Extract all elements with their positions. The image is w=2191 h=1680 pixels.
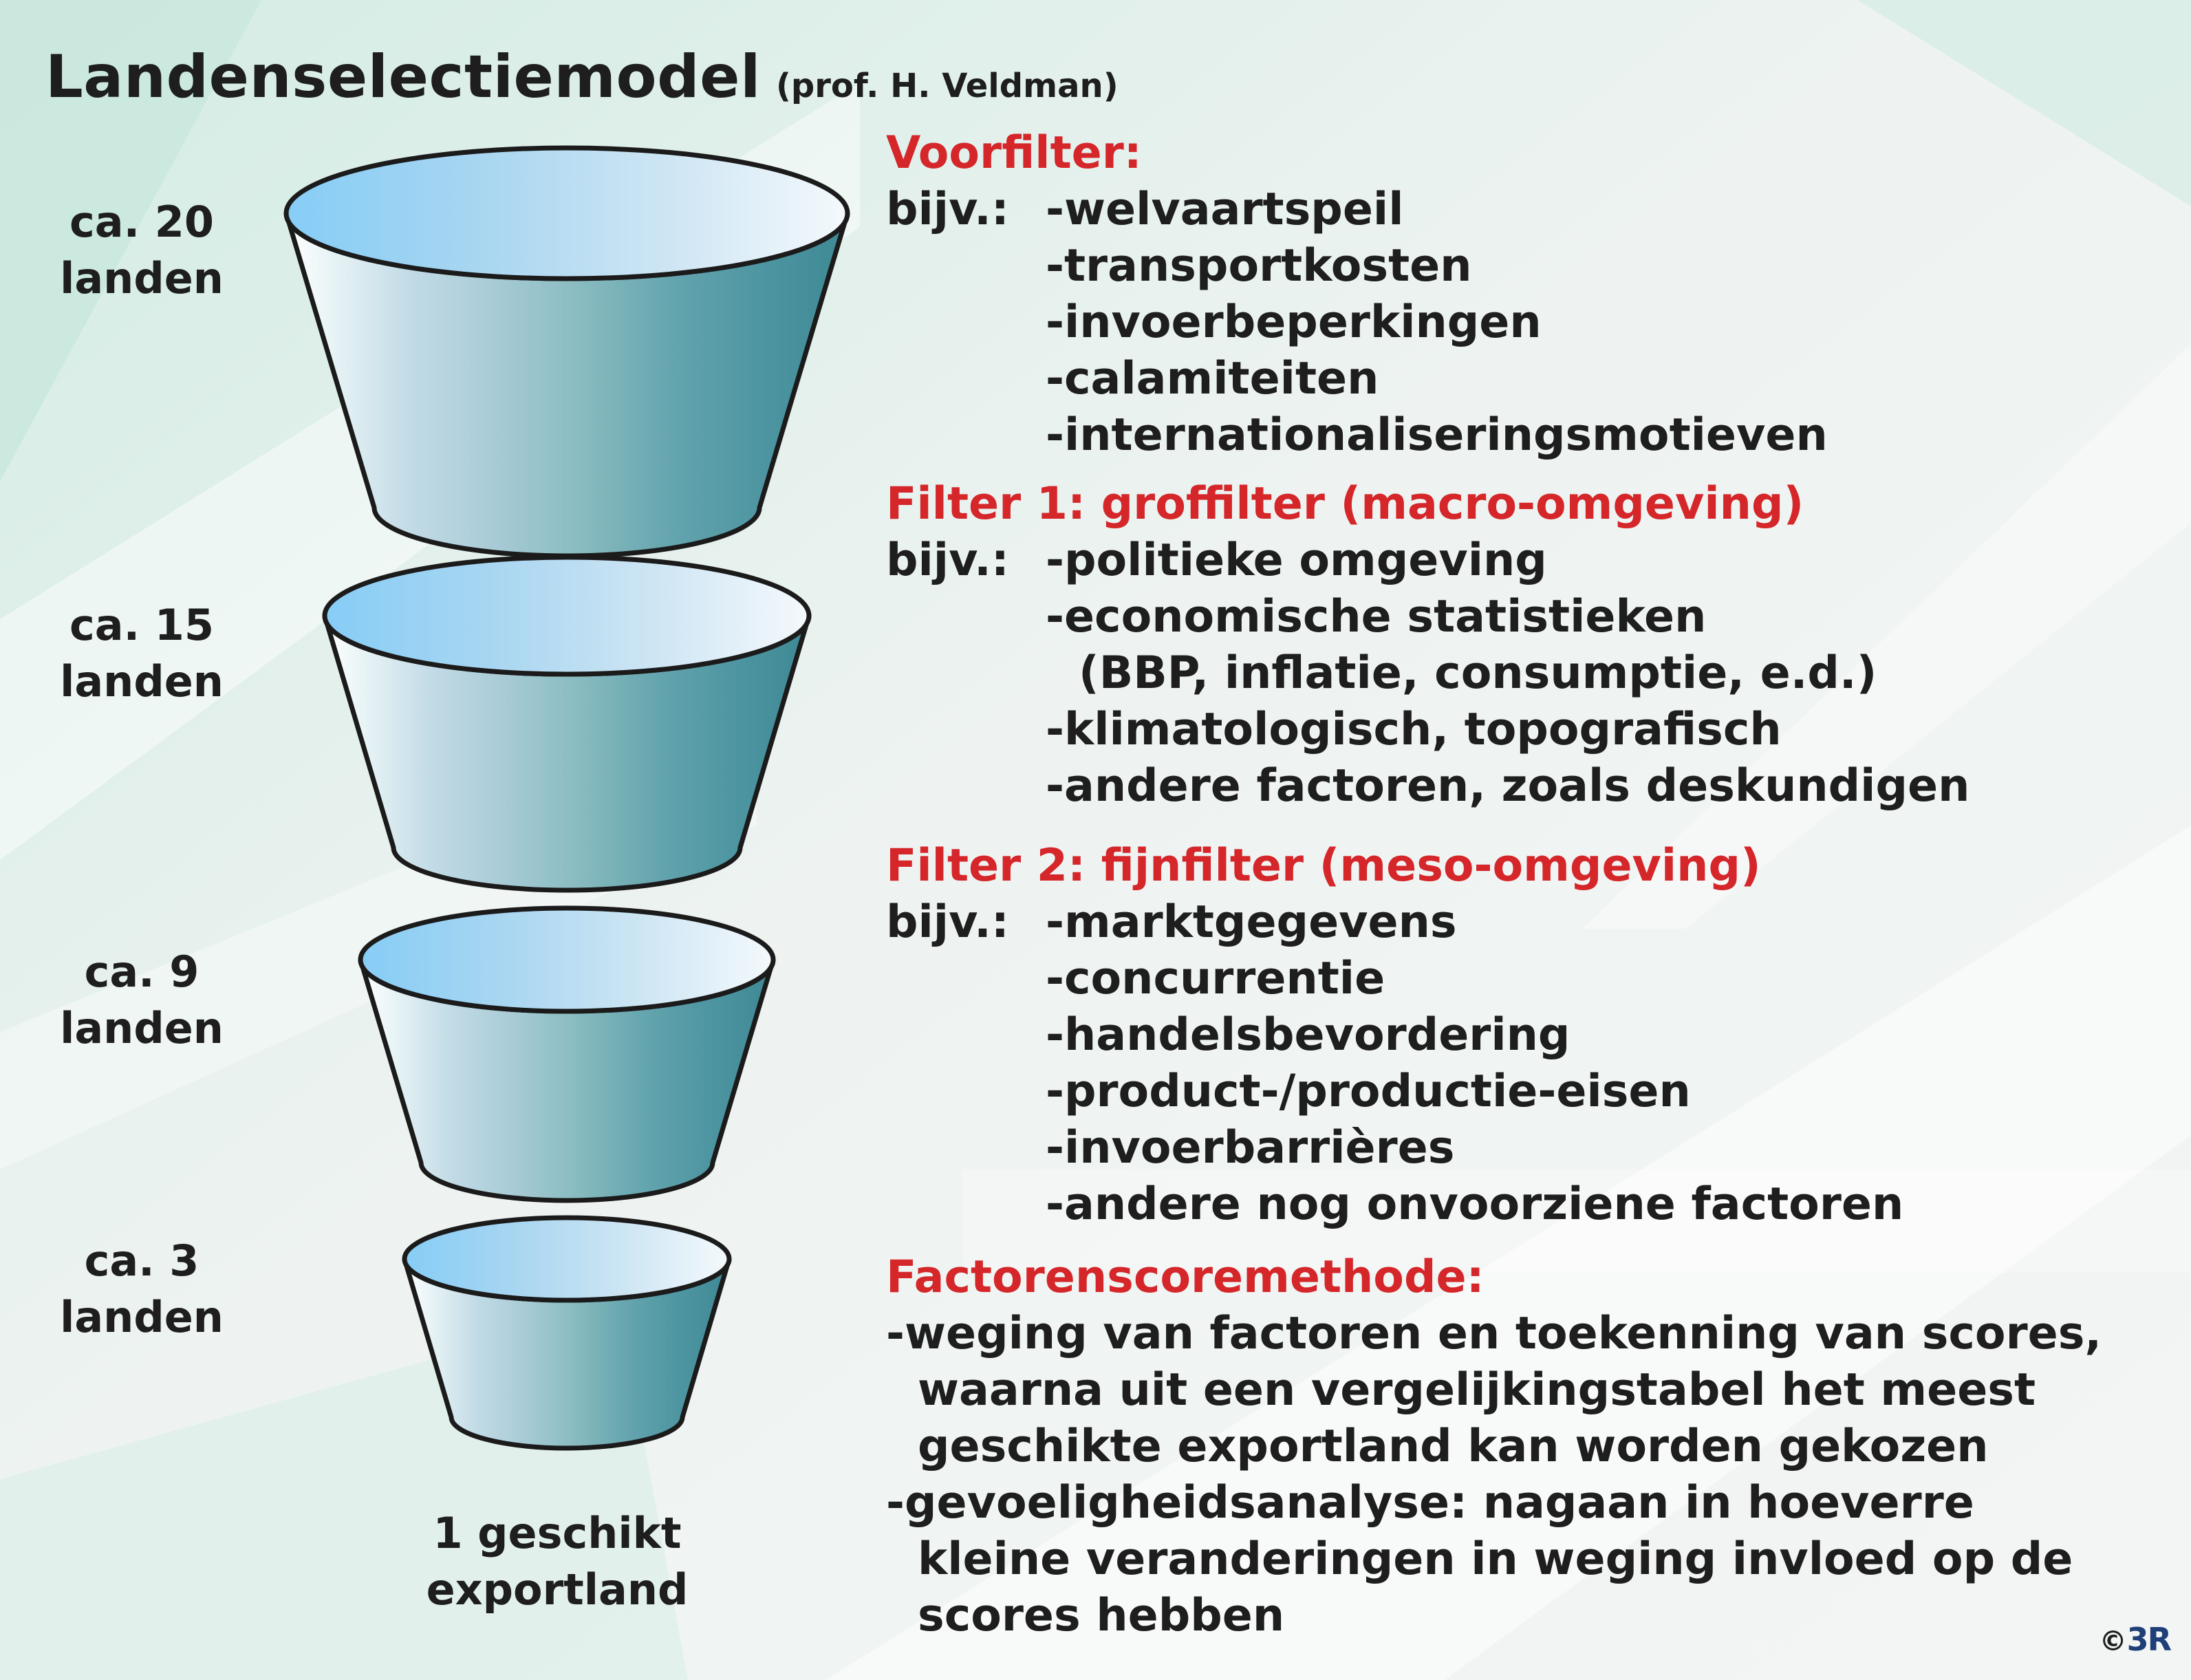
publisher-logo: 3R — [2126, 1621, 2172, 1658]
level-unit: landen — [60, 656, 224, 707]
filter2-item: -andere nog onvoorziene factoren — [1046, 1178, 1904, 1230]
filter1-prefix: bijv.: — [886, 535, 1009, 586]
factoren-line: scores hebben — [918, 1590, 1285, 1641]
result-line-2: exportland — [426, 1564, 689, 1615]
filter2-item: -invoerbarrières — [1046, 1122, 1455, 1174]
level-unit: landen — [60, 1003, 224, 1053]
factoren-line: waarna uit een vergelijkingstabel het me… — [918, 1364, 2036, 1416]
level-label-3: ca. 3 landen — [52, 1233, 231, 1346]
level-count: ca. 9 — [84, 947, 199, 997]
funnel-opening — [283, 145, 850, 281]
title-subtitle: (prof. H. Veldman) — [775, 67, 1119, 105]
voorfilter-prefix: bijv.: — [886, 184, 1009, 235]
voorfilter-item: -internationaliseringsmotieven — [1046, 409, 1828, 461]
filter2-item: -concurrentie — [1046, 953, 1385, 1004]
filter1-item: -politieke omgeving — [1046, 535, 1547, 586]
level-count: ca. 20 — [69, 197, 214, 247]
level-label-15: ca. 15 landen — [52, 597, 231, 710]
funnel-cup-3 — [402, 1215, 732, 1451]
factoren-line: geschikte exportland kan worden gekozen — [918, 1421, 1989, 1472]
filter2-item: -handelsbevordering — [1046, 1009, 1571, 1061]
result-label: 1 geschikt exportland — [385, 1505, 729, 1618]
voorfilter-item: -invoerbeperkingen — [1046, 297, 1542, 348]
level-unit: landen — [60, 253, 224, 303]
funnel-opening — [358, 905, 776, 1014]
filter1-item: -klimatologisch, topografisch — [1046, 704, 1782, 755]
filter2-item: -product-/productie-eisen — [1046, 1066, 1691, 1117]
filter1-item: -economische statistieken — [1046, 591, 1707, 643]
copyright-symbol: © — [2099, 1626, 2127, 1657]
funnel-cup-9 — [358, 905, 776, 1203]
voorfilter-item: -welvaartspeil — [1046, 184, 1404, 235]
funnel-diagram — [283, 145, 850, 1451]
filter1-item: (BBP, inflatie, consumptie, e.d.) — [1079, 647, 1877, 699]
factoren-line: -weging van factoren en toekenning van s… — [886, 1308, 2102, 1359]
level-count: ca. 3 — [84, 1236, 199, 1286]
voorfilter-item: -calamiteiten — [1046, 353, 1379, 405]
funnel-opening — [322, 554, 812, 677]
filter1-heading: Filter 1: groffilter (macro-omgeving) — [886, 478, 1804, 530]
level-unit: landen — [60, 1292, 224, 1342]
title-main: Landenselectiemodel — [45, 43, 761, 111]
funnel-opening — [402, 1215, 732, 1303]
result-line-1: 1 geschikt — [433, 1508, 682, 1558]
factoren-line: -gevoeligheidsanalyse: nagaan in hoeverr… — [886, 1477, 1974, 1529]
level-count: ca. 15 — [69, 600, 214, 650]
filter1-item: -andere factoren, zoals deskundigen — [1046, 760, 1970, 812]
copyright-mark: ©3R — [2099, 1621, 2172, 1658]
level-label-9: ca. 9 landen — [52, 944, 231, 1057]
filter2-prefix: bijv.: — [886, 896, 1009, 948]
funnel-cup-15 — [322, 554, 812, 893]
factoren-line: kleine veranderingen in weging invloed o… — [918, 1533, 2073, 1585]
filter2-item: -marktgegevens — [1046, 896, 1457, 948]
filter2-heading: Filter 2: fijnfilter (meso-omgeving) — [886, 840, 1761, 892]
page-title: Landenselectiemodel (prof. H. Veldman) — [45, 43, 1119, 111]
funnel-cup-20 — [283, 145, 850, 559]
factoren-heading: Factorenscoremethode: — [886, 1251, 1485, 1303]
voorfilter-item: -transportkosten — [1046, 240, 1472, 292]
level-label-20: ca. 20 landen — [52, 194, 231, 307]
voorfilter-heading: Voorfilter: — [886, 127, 1142, 179]
